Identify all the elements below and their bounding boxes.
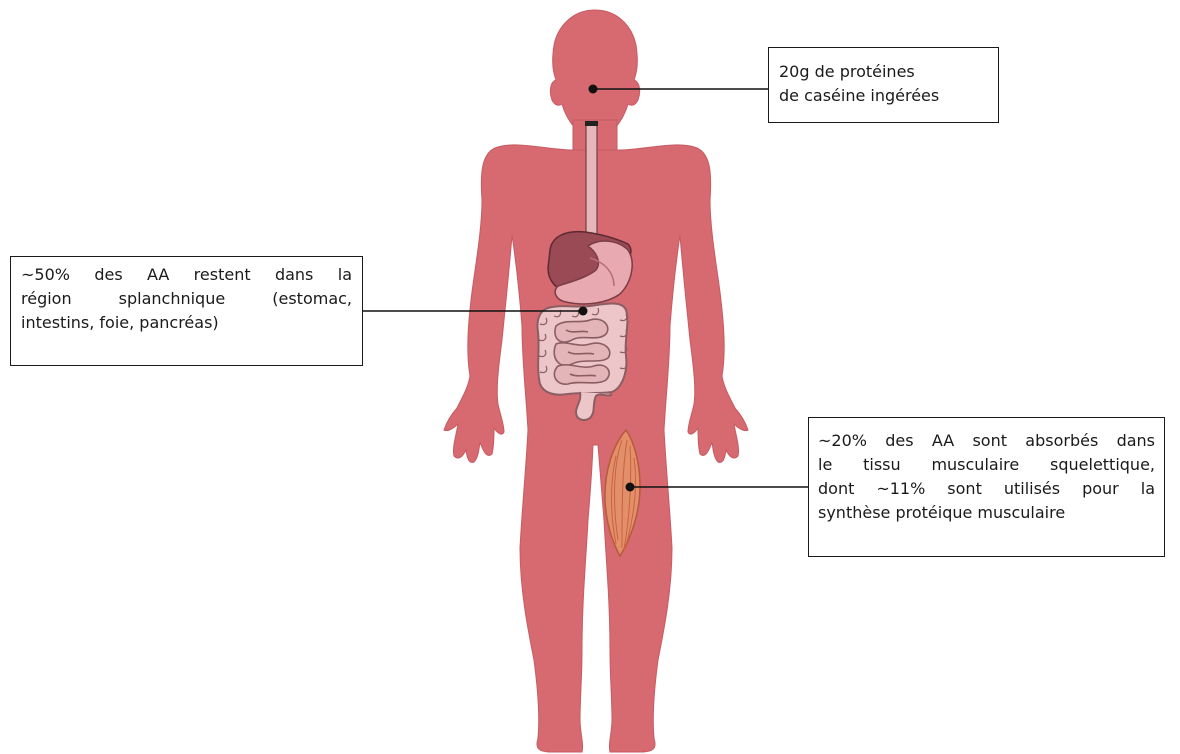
leader-dot-splanchnic	[579, 307, 588, 316]
callout-casein-line-2: de caséine ingérées	[779, 84, 988, 108]
leader-dot-casein	[589, 85, 598, 94]
callout-splanchnic-line-1: ~50% des AA restent dans la	[21, 263, 352, 287]
head	[550, 10, 639, 133]
callout-splanchnic-line-2: région splanchnique (estomac,	[21, 287, 352, 311]
callout-skeletal-muscle: ~20% des AA sont absorbés dans le tissu …	[808, 417, 1165, 557]
callout-muscle-line-4: synthèse protéique musculaire	[818, 501, 1155, 525]
callout-muscle-line-2: le tissu musculaire squelettique,	[818, 453, 1155, 477]
small-intestine	[554, 319, 610, 384]
callout-casein-line-1: 20g de protéines	[779, 60, 988, 84]
callout-splanchnic-line-3: intestins, foie, pancréas)	[21, 311, 352, 335]
callout-splanchnic-region: ~50% des AA restent dans la région splan…	[10, 256, 363, 366]
esophagus	[585, 121, 598, 244]
callout-muscle-line-1: ~20% des AA sont absorbés dans	[818, 429, 1155, 453]
callout-muscle-line-3: dont ~11% sont utilisés pour la	[818, 477, 1155, 501]
leader-dot-muscle	[626, 483, 635, 492]
callout-casein-intake: 20g de protéines de caséine ingérées	[768, 47, 999, 123]
